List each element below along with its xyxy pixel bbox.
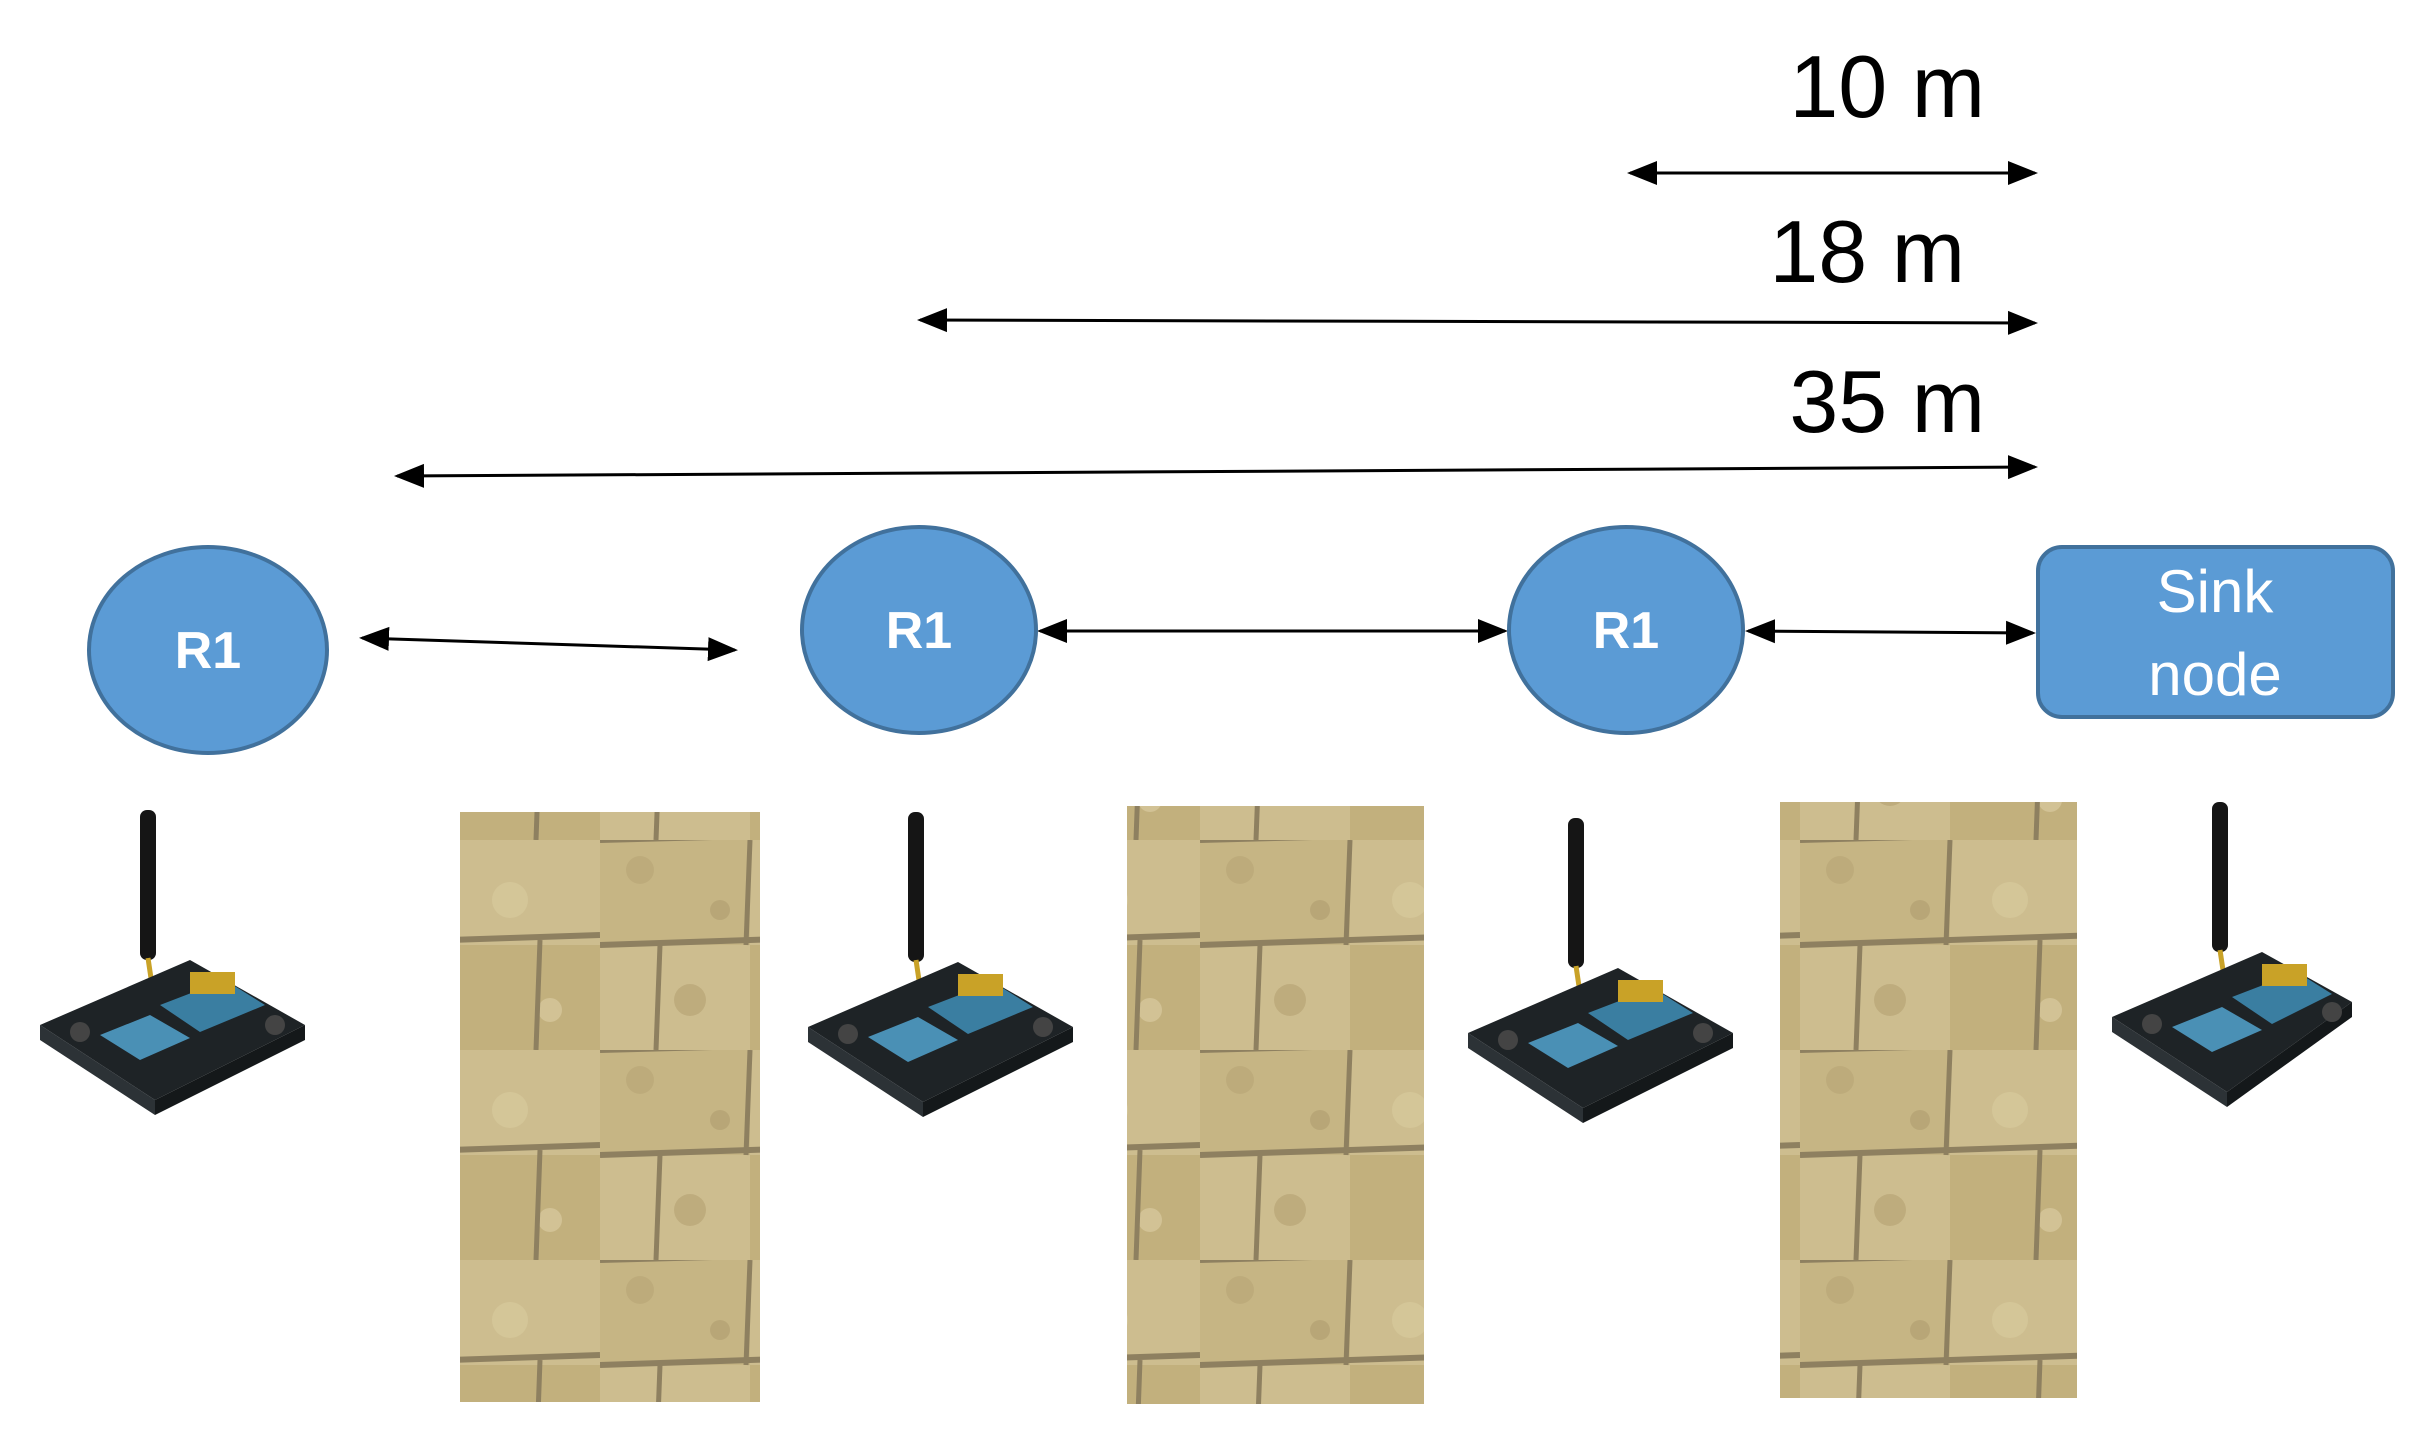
link-arrow-r1a-r1b (359, 626, 738, 662)
distance-label-35m: 35 m (1789, 352, 1985, 451)
wall-1 (460, 812, 760, 1402)
sensor-board-4 (2112, 802, 2352, 1107)
relay-node-3-label: R1 (1593, 602, 1659, 660)
sensor-board-1 (40, 810, 305, 1115)
relay-node-1-label: R1 (175, 622, 241, 680)
relay-node-2-label: R1 (886, 602, 952, 660)
link-arrow-r1c-sink (1745, 619, 2036, 645)
distance-arrow-35m (394, 455, 2038, 488)
sensor-board-2 (808, 812, 1073, 1117)
sink-node: Sink node (2036, 545, 2395, 719)
wall-2 (1127, 806, 1424, 1404)
distance-label-18m: 18 m (1769, 202, 1965, 301)
sensor-board-3 (1468, 818, 1733, 1123)
distance-arrow-18m (917, 308, 2038, 335)
sink-node-label-line1: Sink (2157, 558, 2275, 625)
distance-label-10m: 10 m (1789, 37, 1985, 136)
wall-3 (1780, 802, 2077, 1398)
relay-node-1: R1 (87, 545, 329, 755)
sink-node-label-line2: node (2148, 641, 2281, 708)
relay-node-2: R1 (800, 525, 1038, 735)
relay-node-3: R1 (1507, 525, 1745, 735)
